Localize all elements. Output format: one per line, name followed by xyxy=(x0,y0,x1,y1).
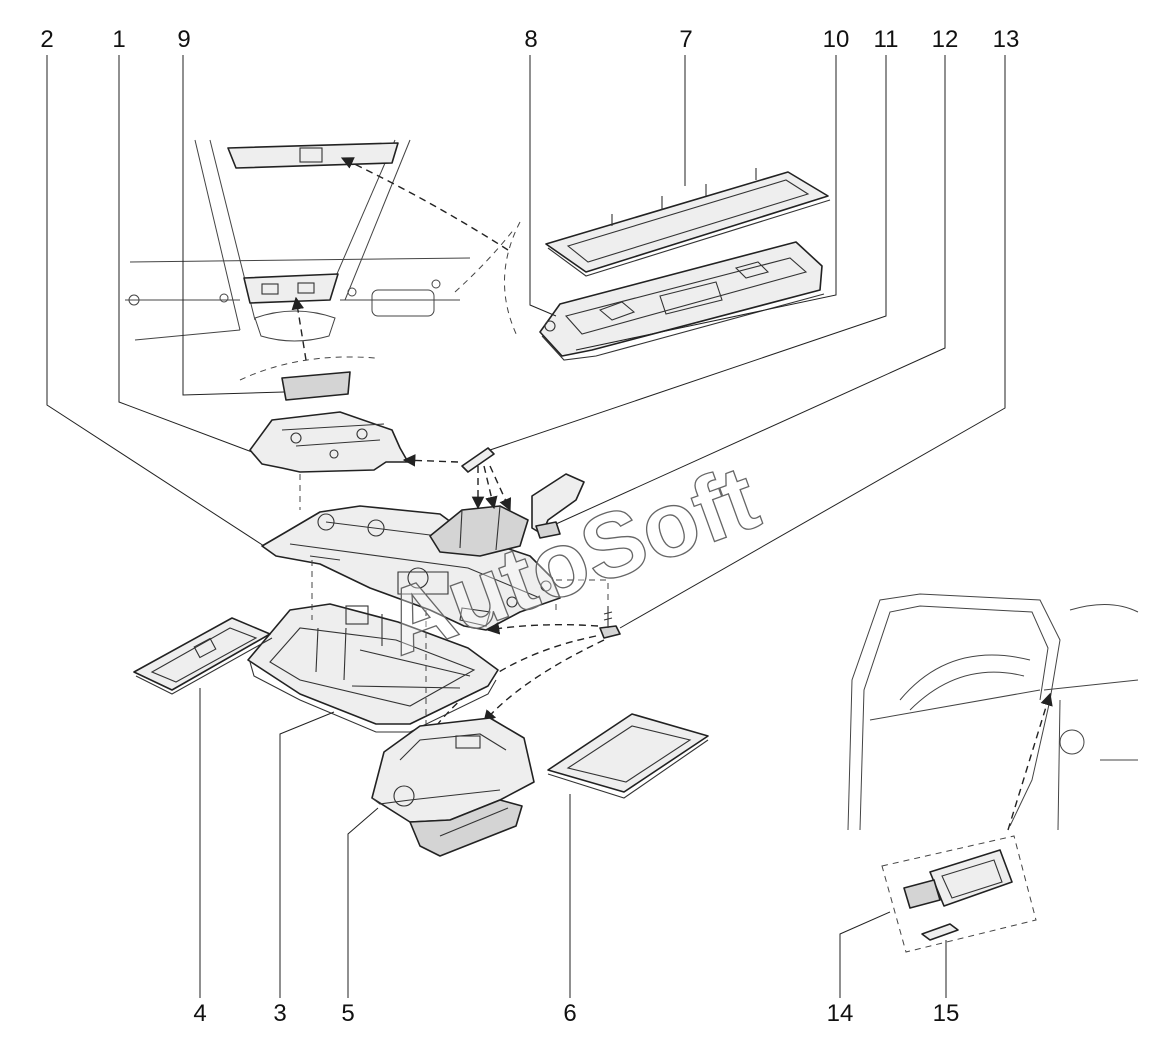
callout-1: 1 xyxy=(112,26,125,53)
part-7-trim-frame xyxy=(545,168,831,277)
arrow-to-tailgate xyxy=(1007,692,1053,831)
arrow-pin-3 xyxy=(489,465,512,512)
leader-lines xyxy=(46,55,1006,998)
callout-labels: 2 1 9 8 7 10 11 12 13 4 3 5 6 14 15 xyxy=(40,26,1019,1027)
callout-4: 4 xyxy=(193,1000,206,1027)
part-11-pin xyxy=(461,447,495,473)
callout-2: 2 xyxy=(40,26,53,53)
part-15-bulb xyxy=(921,923,959,941)
callout-6: 6 xyxy=(563,1000,576,1027)
part-4-lens-cover xyxy=(133,617,273,695)
callout-7: 7 xyxy=(679,26,692,53)
callout-9: 9 xyxy=(177,26,190,53)
arrow-screw-to-housing-a xyxy=(425,635,597,742)
arrow-screw-to-housing-b xyxy=(483,639,605,723)
part-1-upper-bracket xyxy=(249,411,409,473)
part-8-console-tray xyxy=(539,241,825,361)
cabin-overhead-console xyxy=(227,142,399,304)
callout-3: 3 xyxy=(273,1000,286,1027)
callout-14: 14 xyxy=(827,1000,854,1027)
part-12-side-clip xyxy=(531,473,585,539)
callout-11: 11 xyxy=(874,26,899,53)
callout-5: 5 xyxy=(341,1000,354,1027)
part-14-outline-box xyxy=(881,835,1037,953)
part-14-cargo-lamp xyxy=(903,849,1013,909)
part-9-cover-pad xyxy=(281,371,351,401)
cabin-ceiling-context xyxy=(125,139,521,381)
arrow-screw-to-frame xyxy=(486,622,599,635)
callout-13: 13 xyxy=(993,26,1020,53)
guide-line xyxy=(556,579,609,604)
part-5-lamp-housing xyxy=(371,717,535,857)
part-6-flat-lid xyxy=(547,713,709,799)
arrow-to-bracket-1 xyxy=(402,454,459,467)
callout-15: 15 xyxy=(933,1000,960,1027)
callout-12: 12 xyxy=(932,26,959,53)
part-3-console-housing xyxy=(247,603,499,733)
part-13-screw xyxy=(599,606,621,639)
arrow-to-roof-opening xyxy=(291,296,307,361)
callout-8: 8 xyxy=(524,26,537,53)
tailgate-context xyxy=(847,593,1139,831)
part-11-clip-bracket xyxy=(429,505,529,557)
callout-10: 10 xyxy=(823,26,850,53)
